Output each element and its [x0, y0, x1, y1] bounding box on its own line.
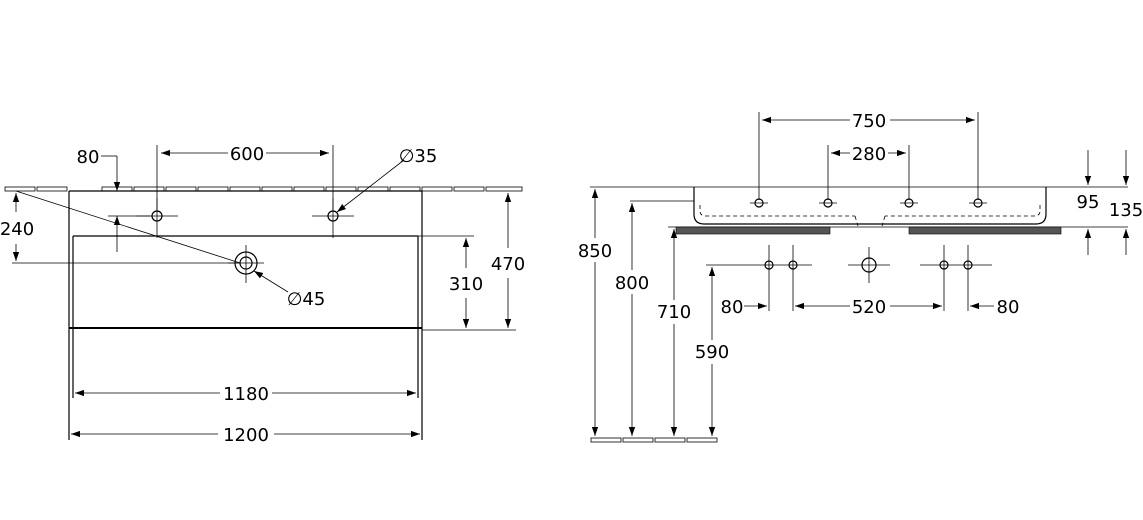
dim-135-label: 135 [1109, 200, 1143, 221]
dimension-240: 240 [0, 190, 241, 264]
dim-800-label: 800 [615, 273, 649, 294]
dim-520-label: 520 [852, 297, 886, 318]
front-view: 600 80 ∅35 240 ∅45 [0, 144, 525, 446]
dim-d35-label: ∅35 [399, 146, 438, 167]
dimension-310: 310 [418, 235, 516, 331]
basin-side-outline [590, 186, 1128, 228]
dim-80-front-label: 80 [77, 147, 100, 168]
dimension-470: 470 [491, 193, 525, 328]
dim-470-label: 470 [491, 254, 525, 275]
dim-1180-label: 1180 [223, 384, 269, 405]
basin-front-outline [68, 190, 423, 440]
counter-left [675, 226, 831, 235]
dimension-135: 135 [1109, 150, 1143, 255]
dim-710-label: 710 [657, 302, 691, 323]
floor-tiles [590, 437, 718, 443]
dimension-1180: 1180 [75, 384, 416, 405]
dimension-280: 280 [827, 144, 910, 200]
counter-right [908, 226, 1062, 235]
dimension-d45: ∅45 [253, 270, 326, 310]
dim-310-label: 310 [449, 274, 483, 295]
dim-95-label: 95 [1077, 192, 1100, 213]
side-view: 750 280 95 135 850 [578, 111, 1143, 443]
mounting-holes [706, 245, 992, 311]
dimension-d35: ∅35 [336, 146, 438, 213]
drain-hole [228, 245, 264, 283]
dimension-850: 850 [578, 189, 612, 436]
dimension-750: 750 [758, 111, 979, 200]
dim-80-right-label: 80 [997, 297, 1020, 318]
dimension-1200: 1200 [71, 425, 420, 446]
dimension-600: 600 [156, 144, 334, 210]
dimension-590: 590 [695, 267, 729, 436]
dim-1200-label: 1200 [223, 425, 269, 446]
dimension-80-520-80: 80 520 80 [721, 297, 1020, 318]
dim-850-label: 850 [578, 241, 612, 262]
dim-750-label: 750 [852, 111, 886, 132]
wall-tiles [4, 186, 523, 192]
dimension-800: 800 [615, 203, 649, 436]
top-holes [750, 198, 987, 208]
dim-600-label: 600 [230, 144, 264, 165]
dim-80-left-label: 80 [721, 297, 744, 318]
dimension-710: 710 [657, 229, 691, 436]
dimension-95: 95 [1077, 150, 1100, 255]
dim-280-label: 280 [852, 144, 886, 165]
dimension-80-front: 80 [77, 147, 150, 252]
dim-590-label: 590 [695, 342, 729, 363]
dim-240-label: 240 [0, 219, 34, 240]
dim-d45-label: ∅45 [287, 289, 326, 310]
